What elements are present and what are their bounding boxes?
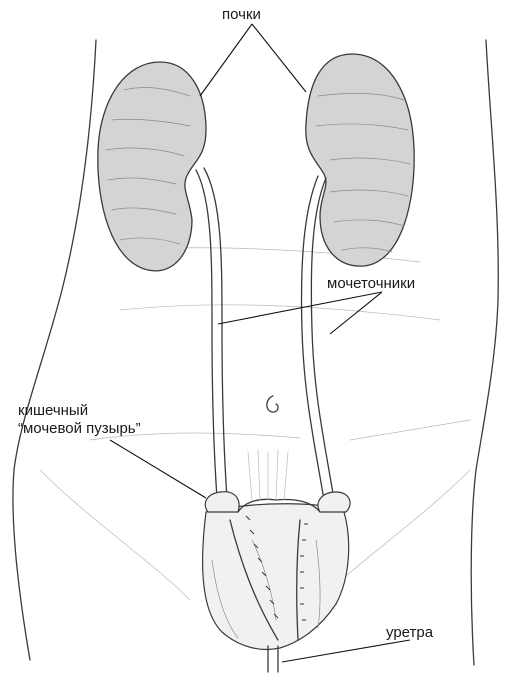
urethra-label: уретра [386, 624, 433, 641]
ureters-label: мочеточники [327, 275, 415, 292]
bladder-label-line1: кишечный [18, 402, 88, 419]
right-kidney [306, 54, 414, 266]
left-ureter [196, 168, 228, 512]
left-kidney [98, 62, 206, 271]
kidneys-label: почки [222, 6, 261, 23]
intestinal-bladder [203, 450, 350, 649]
bladder-label-line2: “мочевой пузырь” [18, 420, 141, 437]
navel-mark [267, 396, 278, 412]
